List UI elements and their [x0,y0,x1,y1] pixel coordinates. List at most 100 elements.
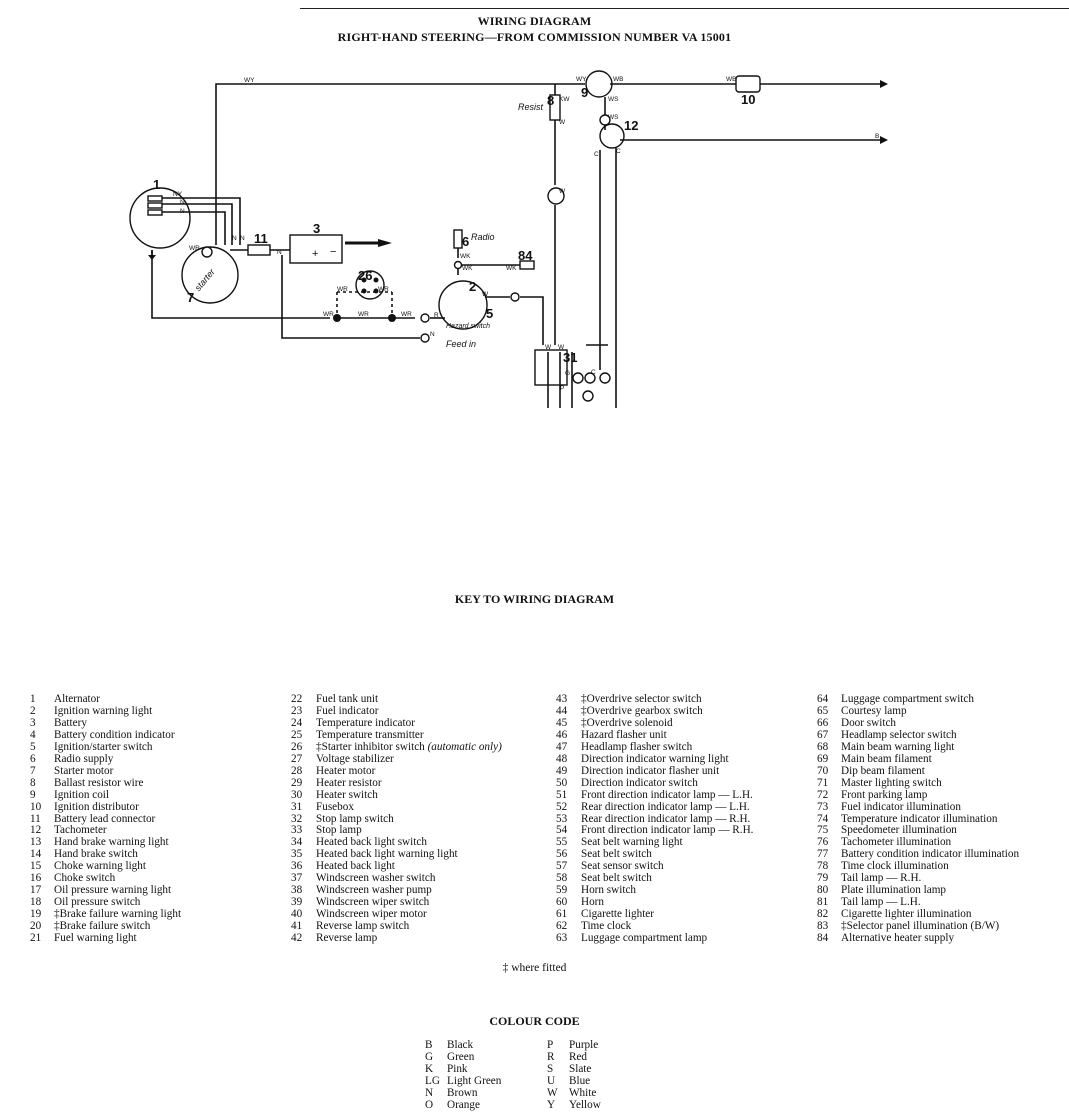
key-number: 48 [556,752,568,765]
key-number: 9 [30,788,36,801]
key-number: 11 [30,812,41,825]
diagram-title: WIRING DIAGRAM [477,14,592,28]
colour-code-name: Orange [447,1099,480,1111]
key-number: 62 [556,920,568,933]
lbl-n-3: N [232,235,237,242]
key-number: 47 [556,740,568,753]
conn-c3 [582,390,594,402]
key-label: Time clock illumination [841,860,949,873]
key-label: ‡Starter inhibitor switch (automatic onl… [316,740,502,753]
key-number: 56 [556,848,568,861]
key-row: 45‡Overdrive solenoid [556,717,753,730]
key-label: Stop lamp switch [316,812,394,825]
key-number: 54 [556,824,568,837]
lbl-w-3: W [545,344,552,351]
key-number: 30 [291,788,303,801]
key-row: 25 Temperature transmitter [291,728,502,742]
key-label: ‡Brake failure warning light [54,908,182,921]
lbl-wb-2: WB [726,76,736,83]
key-label: Temperature indicator illumination [841,812,998,825]
key-number: 32 [291,812,303,825]
diagram-subtitle: RIGHT-HAND STEERING—FROM COMMISSION NUMB… [337,30,732,44]
colour-code-name: Light Green [447,1075,502,1087]
colour-code-letter: LG [425,1075,440,1087]
battery-lead-connector [247,244,271,256]
lbl-ws-2: WS [608,114,619,121]
connector-wk [453,260,463,270]
key-number: 25 [291,728,303,741]
key-label: Choke switch [54,872,116,885]
key-number: 23 [291,704,303,717]
key-number: 52 [556,800,568,813]
key-number: 12 [30,824,42,837]
key-number: 21 [30,932,42,945]
key-label: Ignition distributor [54,800,139,813]
alternator-terminal-1 [147,195,163,202]
key-number: 79 [817,872,829,885]
key-label: Temperature transmitter [316,728,424,741]
colour-code-name: Blue [569,1075,591,1087]
lbl-n-2: N [180,208,185,215]
key-label: Headlamp selector switch [841,728,957,741]
key-number: 65 [817,704,829,717]
ignition-switch [438,280,488,330]
colour-code-name: Yellow [569,1099,601,1111]
key-number: 68 [817,740,829,753]
note-radio: Radio [471,232,495,242]
key-label: Battery lead connector [54,812,156,825]
conn-c4 [572,372,584,384]
num-11: 11 [254,231,268,246]
colour-code-heading: COLOUR CODE [489,1014,580,1028]
lbl-wr-2: WR [323,311,334,318]
key-row: 44‡Overdrive gearbox switch [556,704,753,718]
key-label: Fuel indicator illumination [841,800,961,813]
lbl-b: B [875,133,879,140]
ground-symbol [148,255,156,260]
key-number: 44 [556,704,568,717]
lbl-ny: NY [173,191,183,198]
key-row: 26‡Starter inhibitor switch (automatic o… [291,740,502,754]
key-label: Fusebox [316,800,354,813]
key-label: Speedometer illumination [841,824,957,837]
num-10: 10 [741,92,755,107]
alternator-terminal-2 [147,202,163,209]
lbl-n-5: N [277,249,282,256]
key-label: Tachometer illumination [841,836,952,849]
key-number: 34 [291,836,303,849]
wire-n1 [160,203,233,245]
wiring-diagram: + − 1 2 3 5 6 7 8 9 10 11 12 26 31 84 WY… [129,70,888,408]
key-label: Seat belt switch [581,848,652,861]
lbl-c-2: C [616,148,621,155]
key-label: Tachometer [54,824,107,837]
key-number: 66 [817,716,829,729]
key-label: Cigarette lighter illumination [841,908,972,921]
lbl-ws: WS [608,96,619,103]
num-31: 31 [563,350,577,365]
key-label: Ignition coil [54,788,109,801]
colour-code-name: Pink [447,1063,468,1075]
